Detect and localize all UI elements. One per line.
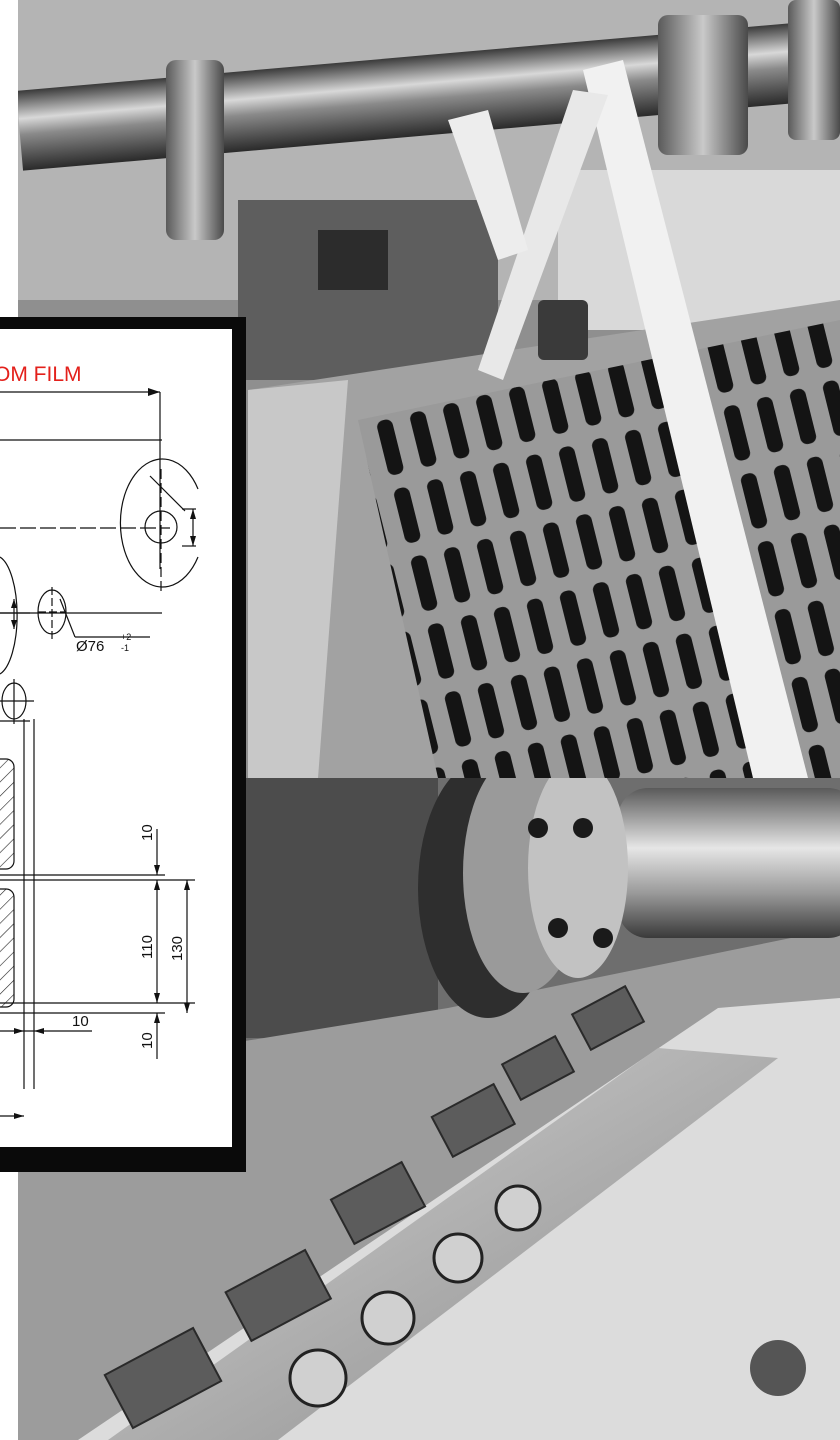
machine-photo-top — [18, 0, 840, 778]
tolerance-upper: +2 — [121, 632, 131, 642]
dim-130: 130 — [169, 936, 186, 961]
dim-top-10: 10 — [139, 824, 156, 841]
dim-110: 110 — [139, 935, 156, 959]
technical-drawing-card: OM FILM — [0, 317, 246, 1172]
dim-bottom-10: 10 — [139, 1032, 156, 1049]
technical-drawing: OM FILM — [0, 329, 232, 1147]
drawing-title: OM FILM — [0, 363, 82, 386]
tolerance-lower: -1 — [121, 643, 129, 653]
dim-horizontal-10: 10 — [72, 1013, 89, 1030]
diameter-label: Ø76 — [76, 638, 104, 655]
